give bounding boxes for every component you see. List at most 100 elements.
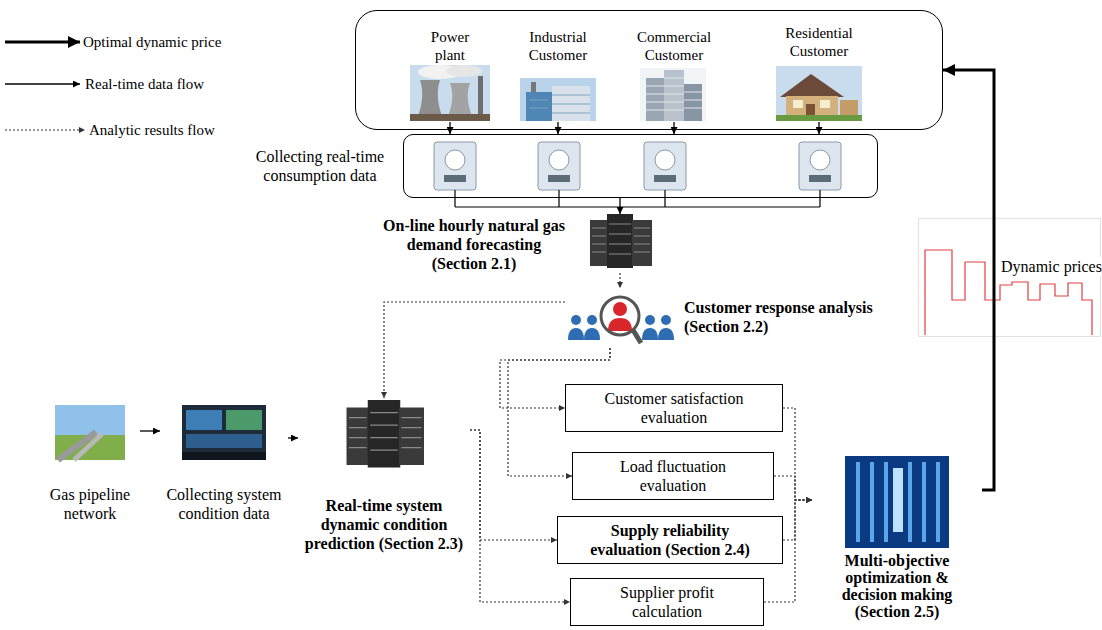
commercial-photo [640, 68, 706, 121]
residential-photo-part [806, 104, 815, 116]
data-arrow [557, 122, 558, 134]
customer-group-icon-part [587, 315, 597, 325]
node-label: Supply reliability evaluation (Section 2… [584, 521, 756, 559]
pipeline-photo-part [74, 434, 102, 460]
gas-meter-part [655, 150, 675, 170]
control-room-photo-part [186, 434, 262, 448]
residential-photo-part [793, 100, 803, 108]
gas-meter-part [548, 175, 570, 182]
node-label: On-line hourly natural gas demand foreca… [380, 216, 568, 273]
commercial-photo-part [684, 84, 702, 121]
analytic-arrow [470, 430, 570, 602]
analytic-arrow [774, 476, 812, 500]
node-label: Real-time system dynamic condition predi… [299, 496, 469, 553]
pipeline-photo-part [55, 405, 125, 435]
residential-photo-part [840, 100, 858, 116]
forecast-server-node: On-line hourly natural gas demand foreca… [380, 214, 660, 273]
commercial-photo-part [640, 68, 706, 121]
customer-node: Power plant [408, 28, 492, 122]
node-label: Industrial Customer [519, 28, 597, 64]
gas-meter-part [444, 175, 466, 182]
customer-group-icon [568, 297, 674, 343]
legend-label: Real-time data flow [85, 76, 204, 92]
customer-group-icon-part [613, 302, 627, 316]
server-icon [347, 400, 425, 468]
control-room-photo-part [182, 452, 266, 460]
data-center-photo [845, 456, 949, 548]
legend-label: Optimal dynamic price [83, 34, 221, 50]
customer-group-icon-part [601, 297, 639, 335]
process-box: Customer satisfaction evaluation [565, 384, 783, 432]
control-room-photo-part [226, 410, 262, 430]
control-room-photo-part [186, 410, 222, 430]
gas-meter-part [434, 142, 476, 190]
commercial-photo-part [646, 78, 702, 110]
data-arrow [288, 437, 298, 438]
customer-group-icon-part [645, 315, 655, 325]
power-plant-photo [410, 65, 490, 121]
residential-photo-part [780, 74, 844, 97]
industrial-photo-part [520, 78, 596, 121]
gas-meter-part [549, 150, 569, 170]
server-icon-part [590, 220, 608, 266]
server-icon-part [349, 413, 422, 451]
customer-node: Residential Customer [775, 24, 863, 122]
process-box: Load fluctuation evaluation [572, 452, 774, 500]
server-icon-part [399, 408, 424, 466]
gas-meter [538, 142, 580, 190]
legend-item: Real-time data flow [85, 75, 204, 93]
legend-samples [5, 42, 85, 130]
customer-node: Commercial Customer [632, 28, 716, 122]
industrial-photo-part [530, 95, 590, 113]
power-plant-photo-part [410, 65, 490, 121]
analytic-arrow [783, 500, 812, 540]
legend-label: Analytic results flow [89, 122, 215, 138]
gas-meter-part [538, 142, 580, 190]
gas-meter [799, 142, 841, 190]
plot-label: Dynamic prices [1000, 257, 1102, 276]
residential-photo-part [786, 96, 838, 116]
node-label: Customer satisfaction evaluation [579, 389, 769, 427]
label-holder: Dynamic prices [1000, 257, 1102, 276]
analytic-arrow [470, 430, 557, 540]
gas-meter [434, 142, 476, 190]
price-arrow [943, 70, 994, 490]
node-label: Customer response analysis (Section 2.2) [684, 298, 874, 336]
process-box: Supplier profit calculation [570, 578, 764, 626]
legend-item: Analytic results flow [89, 121, 215, 139]
server-icon-part [607, 214, 633, 268]
commercial-photo-part [646, 78, 664, 121]
response-analysis-node: Customer response analysis (Section 2.2) [565, 288, 875, 348]
data-center-photo-part [893, 468, 903, 532]
server-icon-part [347, 408, 370, 466]
control-room-photo-part [182, 405, 266, 460]
node-label: Supplier profit calculation [592, 583, 742, 621]
customer-node: Industrial Customer [518, 28, 598, 122]
customer-group-icon-part [642, 328, 658, 340]
price-step-plot-part [919, 219, 1101, 337]
control-room-node: Collecting system condition data [160, 403, 288, 523]
customer-group-icon-part [658, 328, 674, 340]
gas-meter-part [799, 142, 841, 190]
data-arrow [818, 122, 819, 134]
pipeline-node: Gas pipeline network [40, 403, 140, 523]
node-label: Residential Customer [779, 24, 859, 60]
analytic-arrow [384, 302, 565, 398]
price-step-plot [919, 219, 1101, 337]
prediction-server-node: Real-time system dynamic condition predi… [298, 398, 470, 553]
data-arrow [449, 122, 450, 134]
legend-samples-part [5, 129, 85, 130]
customer-group-icon-part [608, 318, 632, 331]
gas-meter-part [654, 175, 676, 182]
data-center-photo-part [845, 456, 949, 548]
customer-group-icon-part [584, 328, 600, 340]
customer-group-icon-part [568, 328, 584, 340]
residential-photo [776, 66, 862, 121]
residential-photo-part [820, 100, 830, 108]
customer-group-icon-part [661, 315, 671, 325]
residential-photo-part [776, 115, 862, 121]
server-icon-part [368, 400, 401, 468]
